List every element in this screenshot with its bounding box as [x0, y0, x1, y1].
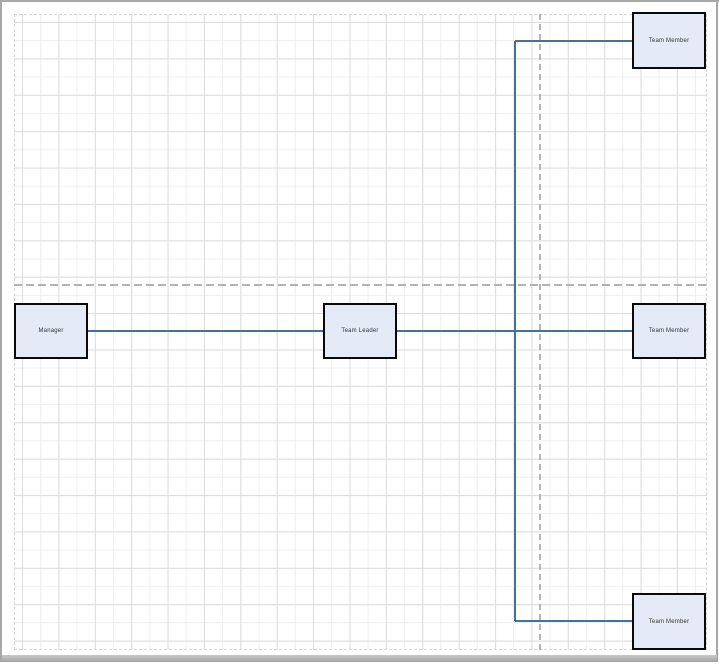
shape-team-leader[interactable]: Team Leader — [323, 303, 397, 359]
shape-label: Team Member — [648, 37, 690, 44]
window-border-right — [716, 0, 718, 662]
shape-manager[interactable]: Manager — [14, 303, 88, 359]
connector-branch-to-top[interactable] — [515, 40, 632, 42]
shape-label: Manager — [38, 328, 64, 334]
connector-branch-to-bottom[interactable] — [515, 620, 632, 622]
shape-label: Team Member — [648, 328, 690, 334]
page-break-horizontal-line — [14, 284, 707, 286]
shape-team-member-top[interactable]: Team Member — [632, 12, 706, 69]
horizontal-scrollbar[interactable] — [2, 655, 717, 662]
shape-label: Team Member — [648, 618, 690, 625]
shape-label: Team Leader — [341, 328, 379, 334]
shape-team-member-middle[interactable]: Team Member — [632, 303, 706, 359]
connector-manager-to-leader[interactable] — [88, 330, 323, 332]
window-border-top — [0, 0, 719, 2]
window-border-left — [0, 0, 2, 662]
shape-team-member-bottom[interactable]: Team Member — [632, 593, 706, 650]
page-break-vertical-line — [539, 14, 541, 650]
connector-branch-vertical[interactable] — [514, 41, 516, 621]
